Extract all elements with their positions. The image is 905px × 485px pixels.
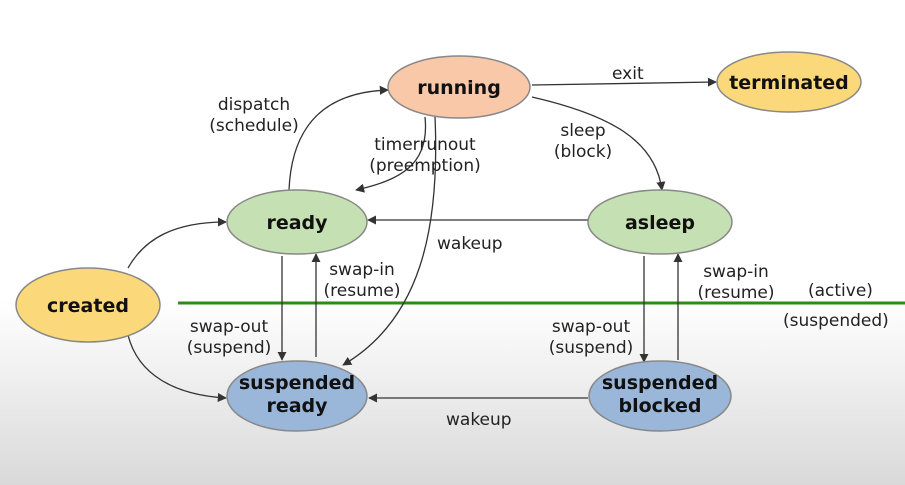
state-suspended-ready-shape [226, 360, 368, 432]
label-dispatch-sub: (schedule) [209, 116, 298, 136]
edge-timerrunout [355, 116, 427, 193]
label-wakeup-bottom: wakeup [446, 410, 512, 430]
state-terminated: terminated [716, 51, 862, 113]
edge-dispatch [288, 85, 389, 191]
label-exit: exit [612, 64, 644, 84]
state-running-shape [387, 55, 531, 119]
state-ready: ready [226, 189, 368, 255]
state-suspended-blocked: suspended blocked [588, 360, 732, 432]
edge-created-to-suspended-ready [127, 334, 227, 403]
state-asleep-shape [587, 189, 733, 255]
state-suspended-ready-line1: suspended [239, 372, 355, 394]
state-created-shape [15, 267, 161, 343]
suspended-label: (suspended) [783, 311, 889, 331]
state-terminated-label: terminated [729, 72, 849, 94]
state-suspended-blocked-line1: suspended [602, 372, 718, 394]
state-asleep-label: asleep [625, 212, 695, 234]
label-timerrunout-sub: (preemption) [369, 156, 481, 176]
label-swap-out-left: swap-out [190, 317, 269, 337]
edge-run-to-suspended-ready [342, 116, 437, 366]
state-created-label: created [47, 295, 129, 317]
state-running-label: running [417, 77, 501, 99]
label-swap-out-right: swap-out [552, 317, 631, 337]
label-wakeup-top: wakeup [437, 234, 503, 254]
label-swap-out-left-sub: (suspend) [187, 338, 272, 358]
state-suspended-blocked-line2: blocked [618, 395, 701, 417]
state-suspended-ready: suspended ready [226, 360, 368, 432]
state-terminated-shape [716, 51, 862, 113]
state-asleep: asleep [587, 189, 733, 255]
label-sleep-sub: (block) [554, 142, 612, 162]
edge-exit [531, 77, 717, 87]
label-swap-out-right-sub: (suspend) [549, 338, 634, 358]
state-running: running [387, 55, 531, 119]
edge-created-to-ready [127, 217, 227, 269]
state-suspended-blocked-shape [588, 360, 732, 432]
label-timerrunout: timerrunout [374, 135, 476, 155]
state-ready-shape [226, 189, 368, 255]
label-swap-in-left-sub: (resume) [324, 281, 401, 301]
state-suspended-ready-line2: ready [266, 395, 328, 417]
label-swap-in-right: swap-in [703, 262, 769, 282]
state-created: created [15, 267, 161, 343]
label-sleep: sleep [560, 121, 605, 141]
label-dispatch: dispatch [218, 95, 290, 115]
edge-sleep [531, 96, 666, 191]
label-swap-in-right-sub: (resume) [698, 283, 775, 303]
active-label: (active) [808, 281, 873, 301]
label-swap-in-left: swap-in [329, 260, 395, 280]
state-ready-label: ready [266, 212, 328, 234]
